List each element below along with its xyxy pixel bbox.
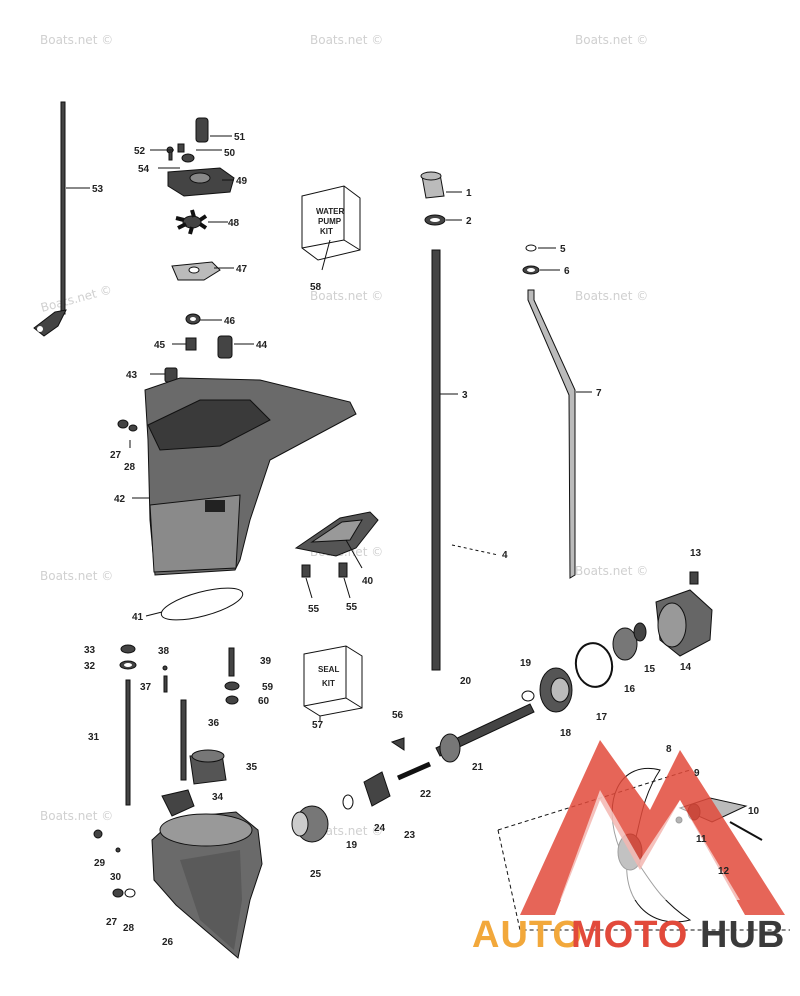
automotohub-logo: AUTO MOTO HUB	[472, 740, 785, 956]
water-pump-kit-label: WATER	[316, 207, 345, 216]
callout: 55	[346, 602, 358, 613]
watermark: Boats.net ©	[310, 289, 383, 303]
callout: 5	[560, 244, 566, 255]
callout: 10	[748, 806, 760, 817]
callout: 28	[123, 923, 135, 934]
callout: 19	[520, 658, 532, 669]
water-pump-parts	[164, 117, 235, 383]
callout: 29	[94, 858, 106, 869]
callout: 26	[162, 937, 174, 948]
driveshaft	[420, 171, 446, 671]
water-pump-kit-label: PUMP	[318, 217, 342, 226]
callout: 39	[260, 656, 272, 667]
callout: 41	[132, 612, 144, 623]
callout: 19	[346, 840, 358, 851]
callout: 3	[462, 390, 468, 401]
callout: 38	[158, 646, 170, 657]
callout: 42	[114, 494, 126, 505]
cavitation-plate	[294, 511, 379, 578]
callout: 11	[696, 834, 707, 845]
callout: 27	[110, 450, 122, 461]
callout: 53	[92, 184, 104, 195]
callout: 37	[140, 682, 152, 693]
callout: 1	[466, 188, 472, 199]
callout: 20	[460, 676, 472, 687]
callout: 23	[404, 830, 416, 841]
callout: 14	[680, 662, 692, 673]
watermark: Boats.net ©	[310, 824, 383, 838]
callout: 22	[420, 789, 432, 800]
watermarks: Boats.net © Boats.net © Boats.net © Boat…	[39, 33, 648, 838]
callout: 15	[644, 664, 656, 675]
callout: 43	[126, 370, 138, 381]
logo-triangle	[520, 740, 785, 915]
seal-kit: SEAL KIT	[303, 645, 363, 717]
callout: 51	[234, 132, 246, 143]
callout: 30	[110, 872, 122, 883]
callout: 58	[310, 282, 322, 293]
callout: 13	[690, 548, 702, 559]
watermark: Boats.net ©	[40, 809, 113, 823]
callout: 36	[208, 718, 220, 729]
watermark: Boats.net ©	[40, 33, 113, 47]
watermark: Boats.net ©	[575, 564, 648, 578]
callout: 7	[596, 388, 602, 399]
callout: 2	[466, 216, 472, 227]
gasket	[160, 587, 244, 621]
callout: 33	[84, 645, 96, 656]
callout: 60	[258, 696, 270, 707]
callout: 9	[694, 768, 700, 779]
driveshaft-housing	[117, 377, 357, 576]
callout: 28	[124, 462, 136, 473]
callout: 4	[502, 550, 508, 561]
callout: 16	[624, 684, 636, 695]
water-pump-kit-label: KIT	[320, 227, 333, 236]
callout: 45	[154, 340, 166, 351]
callout: 50	[224, 148, 236, 159]
callout: 25	[310, 869, 322, 880]
shift-shaft	[522, 244, 576, 579]
callout: 59	[262, 682, 274, 693]
callout: 34	[212, 792, 224, 803]
callout: 8	[666, 744, 672, 755]
callout: 54	[138, 164, 150, 175]
seal-kit-label: KIT	[322, 679, 335, 688]
callout: 46	[224, 316, 236, 327]
watermark: Boats.net ©	[39, 282, 113, 314]
logo-moto: MOTO	[571, 914, 688, 956]
logo-auto: AUTO	[472, 914, 583, 956]
callout: 48	[228, 218, 240, 229]
callout: 12	[718, 866, 730, 877]
callout-numbers: 1 2 3 4 5 6 7 8 9 10 11 12 13 14 15 16 1…	[84, 132, 760, 948]
callout: 44	[256, 340, 268, 351]
callout: 40	[362, 576, 374, 587]
watermark: Boats.net ©	[310, 33, 383, 47]
callout: 31	[88, 732, 100, 743]
watermark: Boats.net ©	[575, 289, 648, 303]
callout: 32	[84, 661, 96, 672]
callout: 52	[134, 146, 146, 157]
callout: 55	[308, 604, 320, 615]
callout: 47	[236, 264, 248, 275]
seal-kit-label: SEAL	[318, 665, 339, 674]
callout: 35	[246, 762, 258, 773]
callout: 6	[564, 266, 570, 277]
callout: 21	[472, 762, 484, 773]
callout: 56	[392, 710, 404, 721]
callout: 17	[596, 712, 608, 723]
callout: 18	[560, 728, 572, 739]
callout: 57	[312, 720, 324, 731]
callout: 49	[236, 176, 248, 187]
watermark: Boats.net ©	[575, 33, 648, 47]
logo-hub: HUB	[700, 914, 785, 956]
leader-lines	[66, 135, 592, 722]
shift-rod	[33, 101, 67, 337]
callout: 27	[106, 917, 118, 928]
callout: 24	[374, 823, 386, 834]
watermark: Boats.net ©	[40, 569, 113, 583]
lower-unit-parts	[93, 571, 790, 959]
water-pump-kit: WATER PUMP KIT	[301, 185, 361, 261]
